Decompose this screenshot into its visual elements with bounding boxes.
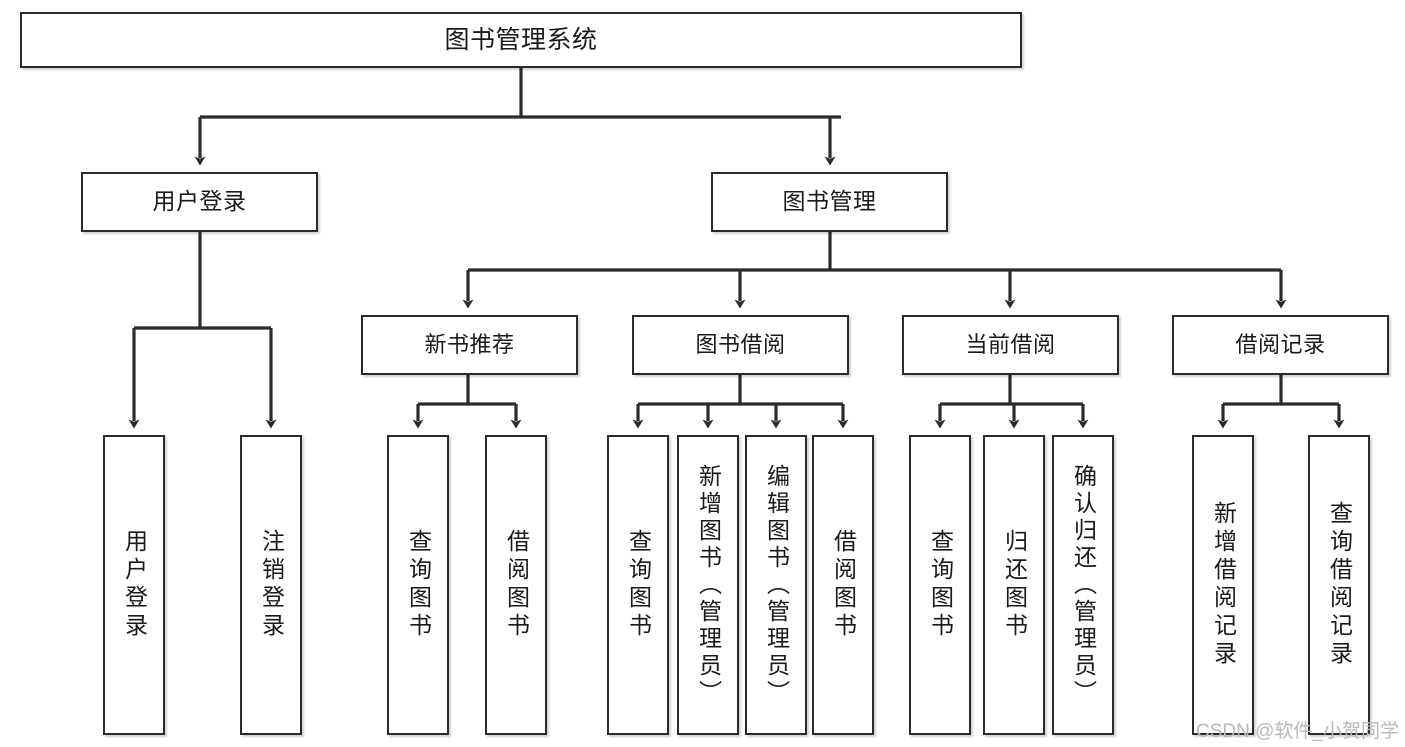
node-leaf-query-record[interactable]: 查询借阅记录 xyxy=(1308,435,1370,735)
node-leaf-edit-book-label: 编辑图书（管理员） xyxy=(763,463,790,707)
node-leaf-borrow-book-2[interactable]: 借阅图书 xyxy=(812,435,874,735)
node-leaf-confirm-return-label: 确认归还（管理员） xyxy=(1070,463,1097,707)
node-user-login-label: 用户登录 xyxy=(152,188,247,215)
node-leaf-user-login-label: 用户登录 xyxy=(121,529,148,641)
node-leaf-query-book-1[interactable]: 查询图书 xyxy=(387,435,449,735)
node-book-borrow-label: 图书借阅 xyxy=(695,331,786,357)
node-book-manage-label: 图书管理 xyxy=(782,188,877,215)
node-leaf-return-book-label: 归还图书 xyxy=(1001,529,1028,641)
node-leaf-logout[interactable]: 注销登录 xyxy=(240,435,302,735)
node-leaf-query-book-2[interactable]: 查询图书 xyxy=(607,435,669,735)
node-book-borrow[interactable]: 图书借阅 xyxy=(632,315,849,375)
node-current-borrow-label: 当前借阅 xyxy=(965,331,1056,357)
node-root[interactable]: 图书管理系统 xyxy=(20,12,1022,68)
node-leaf-user-login[interactable]: 用户登录 xyxy=(103,435,165,735)
node-borrow-record[interactable]: 借阅记录 xyxy=(1172,315,1389,375)
node-leaf-confirm-return[interactable]: 确认归还（管理员） xyxy=(1052,435,1114,735)
node-leaf-query-book-1-label: 查询图书 xyxy=(405,529,432,641)
node-leaf-add-book-label: 新增图书（管理员） xyxy=(695,463,722,707)
node-leaf-add-book[interactable]: 新增图书（管理员） xyxy=(677,435,739,735)
node-borrow-record-label: 借阅记录 xyxy=(1235,331,1326,357)
node-current-borrow[interactable]: 当前借阅 xyxy=(902,315,1119,375)
node-new-book-recommend-label: 新书推荐 xyxy=(424,331,515,357)
node-leaf-add-record-label: 新增借阅记录 xyxy=(1210,501,1237,669)
node-user-login[interactable]: 用户登录 xyxy=(81,172,318,232)
node-leaf-query-book-3[interactable]: 查询图书 xyxy=(909,435,971,735)
node-leaf-query-record-label: 查询借阅记录 xyxy=(1326,501,1353,669)
node-leaf-borrow-book-1[interactable]: 借阅图书 xyxy=(485,435,547,735)
node-leaf-return-book[interactable]: 归还图书 xyxy=(983,435,1045,735)
node-root-label: 图书管理系统 xyxy=(444,26,598,54)
node-leaf-add-record[interactable]: 新增借阅记录 xyxy=(1192,435,1254,735)
node-leaf-borrow-book-2-label: 借阅图书 xyxy=(830,529,857,641)
node-leaf-query-book-2-label: 查询图书 xyxy=(625,529,652,641)
node-book-manage[interactable]: 图书管理 xyxy=(711,172,948,232)
node-leaf-query-book-3-label: 查询图书 xyxy=(927,529,954,641)
node-new-book-recommend[interactable]: 新书推荐 xyxy=(361,315,578,375)
node-leaf-edit-book[interactable]: 编辑图书（管理员） xyxy=(745,435,807,735)
node-leaf-logout-label: 注销登录 xyxy=(258,529,285,641)
node-leaf-borrow-book-1-label: 借阅图书 xyxy=(503,529,530,641)
